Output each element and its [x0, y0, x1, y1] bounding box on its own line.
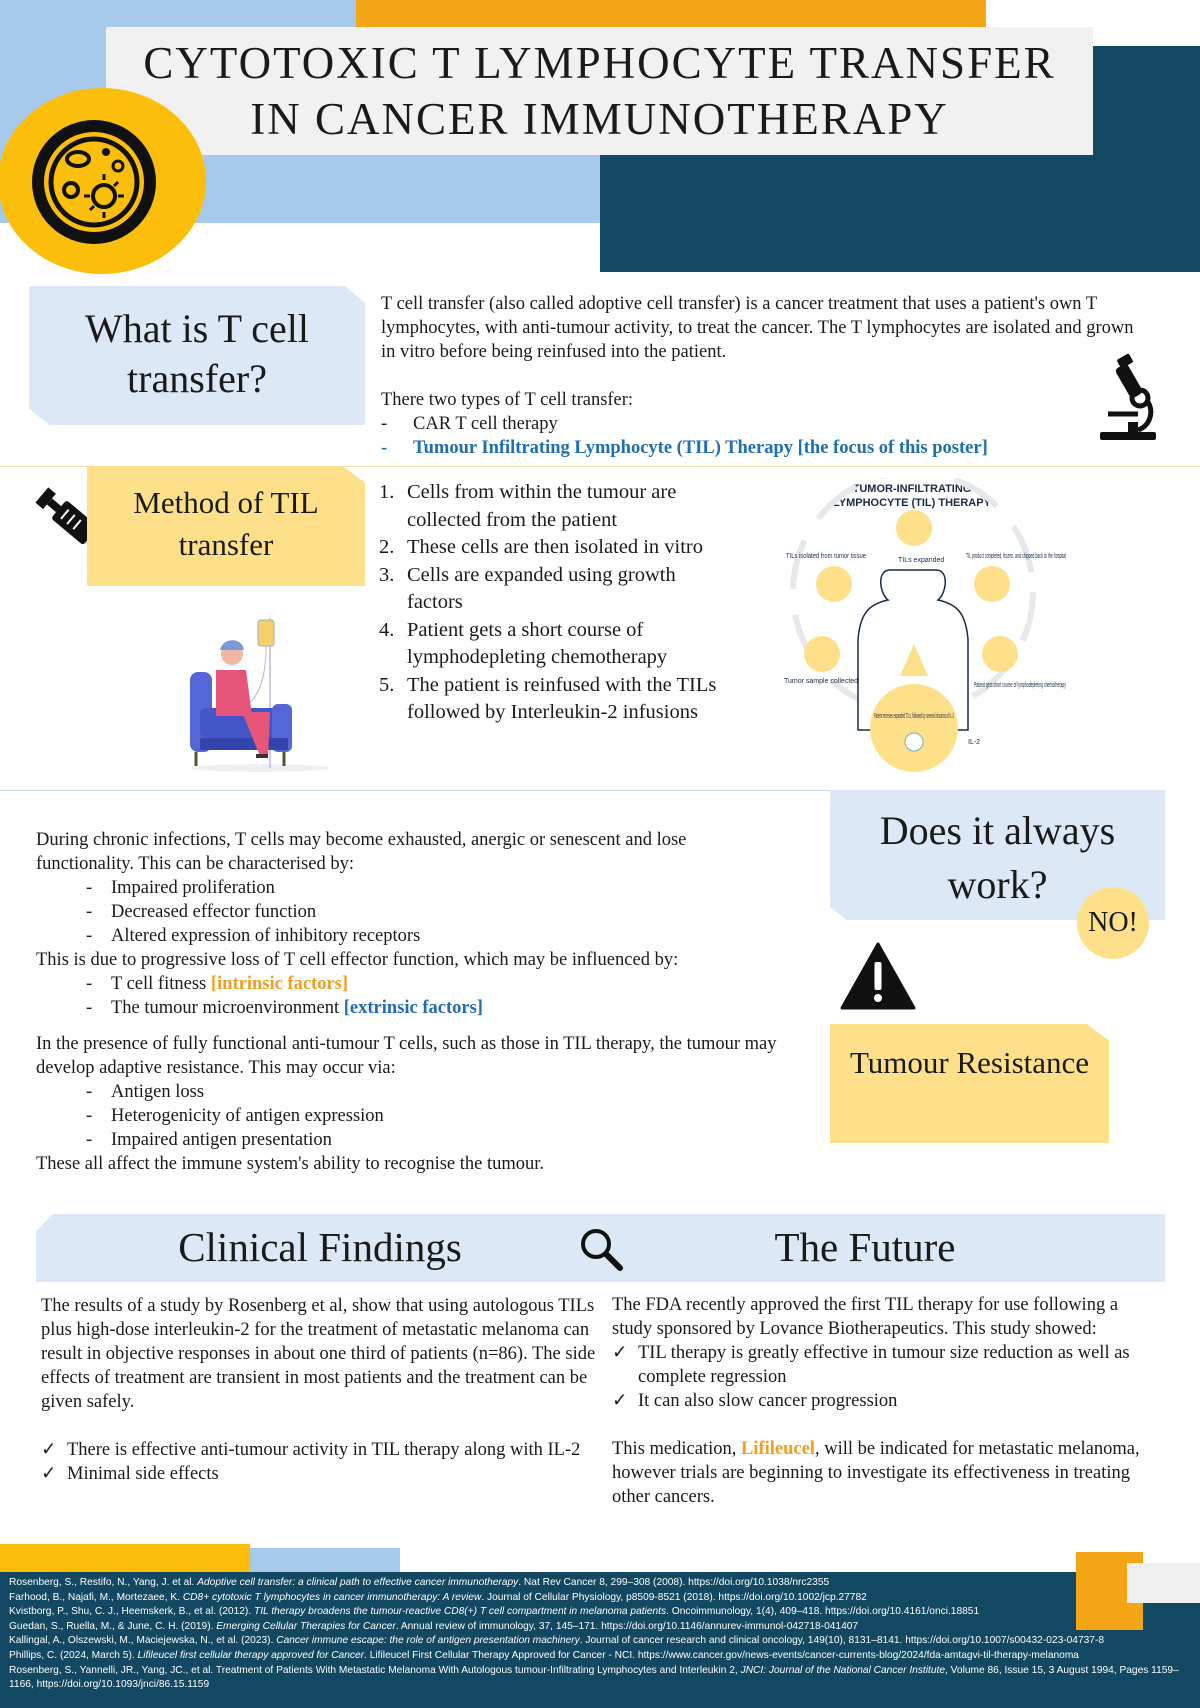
reference: Rosenberg, S., Yannelli, JR., Yang, JC.,…	[9, 1664, 1179, 1691]
check-item: It can also slow cancer progression	[612, 1389, 1147, 1413]
deco-orange-bar	[356, 0, 986, 27]
always-work-heading: Does it always work?	[879, 808, 1116, 907]
deco-blue-footer	[250, 1548, 400, 1572]
reference: Kvistborg, P., Shu, C. J., Heemskerk, B.…	[9, 1606, 980, 1618]
list-item: The tumour microenvironment [extrinsic f…	[36, 996, 786, 1020]
clinical-paragraph: The results of a study by Rosenberg et a…	[41, 1296, 596, 1412]
reference: Farhood, B., Najafi, M., Mortezaee, K. C…	[9, 1591, 867, 1603]
magnifier-icon	[581, 1229, 623, 1271]
what-is-heading-box: What is T cell transfer?	[29, 286, 365, 425]
il2-label: IL-2	[968, 739, 980, 746]
diagram-title: LYMPHOCYTE (TIL) THERAPY	[833, 497, 992, 509]
method-step: 3.Cells are expanded using growth factor…	[379, 563, 676, 614]
reference: Phillips, C. (2024, March 5). Lifileucel…	[9, 1649, 1079, 1661]
petri-dish-icon	[32, 120, 156, 244]
step-circle	[804, 636, 840, 672]
list-item: Decreased effector function	[36, 900, 786, 924]
step-label: TIL product completed, frozen, and shipp…	[966, 553, 1066, 560]
types-intro: There two types of T cell transfer:	[381, 390, 634, 410]
method-heading: Method of TIL transfer	[133, 485, 319, 562]
resistance-p4: These all affect the immune system's abi…	[36, 1154, 545, 1174]
microscope-icon	[1100, 353, 1156, 440]
list-item: Altered expression of inhibitory recepto…	[36, 924, 786, 948]
method-step: 5.The patient is reinfused with the TILs…	[379, 673, 717, 724]
method-step: 1.Cells from within the tumour are colle…	[379, 481, 677, 531]
step-label: Patient receives expanded TILs, followed…	[874, 713, 954, 720]
step-label: TILs isolated from tumor tissue	[786, 553, 866, 560]
reference: Rosenberg, S., Restifo, N., Yang, J. et …	[9, 1577, 830, 1588]
reference: Kallingal, A., Olszewski, M., Maciejewsk…	[9, 1635, 1105, 1647]
list-item: Heterogenicity of antigen expression	[36, 1104, 786, 1128]
clinical-heading: Clinical Findings	[178, 1224, 462, 1270]
future-text: The FDA recently approved the first TIL …	[612, 1293, 1147, 1509]
list-item: Impaired proliferation	[36, 876, 786, 900]
future-heading: The Future	[774, 1224, 956, 1270]
method-step: 2.These cells are then isolated in vitro	[379, 536, 704, 558]
resistance-heading-box: Tumour Resistance	[830, 1024, 1109, 1143]
step-label: Tumor sample collected	[784, 678, 858, 685]
step-label: Patient gets short course of lymphodeple…	[974, 682, 1066, 689]
list-item: Antigen loss	[36, 1080, 786, 1104]
list-item: T cell fitness [intrinsic factors]	[36, 972, 786, 996]
no-badge: NO!	[1077, 887, 1149, 959]
type-item: -CAR T cell therapy	[381, 414, 558, 434]
list-item: Impaired antigen presentation	[36, 1128, 786, 1152]
future-p2: This medication, Lifileucel, will be ind…	[612, 1439, 1140, 1507]
check-item: TIL therapy is greatly effective in tumo…	[612, 1341, 1147, 1389]
type-item: -Tumour Infiltrating Lymphocyte (TIL) Th…	[381, 438, 988, 458]
step-circle	[816, 566, 852, 602]
divider	[0, 466, 1200, 467]
check-item: Minimal side effects	[41, 1462, 601, 1486]
deco-orange-footer	[0, 1544, 250, 1572]
findings-header-bar	[36, 1214, 1165, 1282]
clinical-text: The results of a study by Rosenberg et a…	[41, 1294, 601, 1486]
resistance-p3: In the presence of fully functional anti…	[36, 1034, 777, 1078]
what-is-text: T cell transfer (also called adoptive ce…	[381, 292, 1146, 460]
resistance-p2: This is due to progressive loss of T cel…	[36, 950, 679, 970]
til-therapy-diagram: TUMOR-INFILTRATING LYMPHOCYTE (TIL) THER…	[784, 478, 1066, 772]
step-circle	[870, 684, 958, 772]
step-label: TILs expanded	[898, 557, 944, 564]
references-panel	[0, 1572, 1200, 1708]
resistance-text: During chronic infections, T cells may b…	[36, 828, 786, 1176]
resistance-heading: Tumour Resistance	[849, 1045, 1090, 1080]
resistance-p1: During chronic infections, T cells may b…	[36, 830, 687, 874]
method-steps: 1.Cells from within the tumour are colle…	[379, 479, 729, 727]
method-step: 4.Patient gets a short course of lymphod…	[379, 618, 668, 669]
deco-gray-square	[1127, 1563, 1200, 1603]
step-circle	[982, 636, 1018, 672]
method-heading-box: Method of TIL transfer	[87, 466, 365, 586]
what-is-paragraph: T cell transfer (also called adoptive ce…	[381, 294, 1134, 362]
patient-chair-illustration	[190, 618, 330, 772]
diagram-title: TUMOR-INFILTRATING	[853, 483, 972, 495]
what-is-heading: What is T cell transfer?	[84, 306, 310, 401]
divider	[0, 790, 830, 791]
step-circle	[974, 566, 1010, 602]
references-list: Rosenberg, S., Restifo, N., Yang, J. et …	[9, 1576, 1184, 1693]
warning-icon	[840, 942, 916, 1010]
step-circle	[896, 510, 932, 546]
reference: Guedan, S., Ruella, M., & June, C. H. (2…	[9, 1620, 859, 1632]
future-paragraph: The FDA recently approved the first TIL …	[612, 1295, 1119, 1339]
check-item: There is effective anti-tumour activity …	[41, 1438, 601, 1462]
